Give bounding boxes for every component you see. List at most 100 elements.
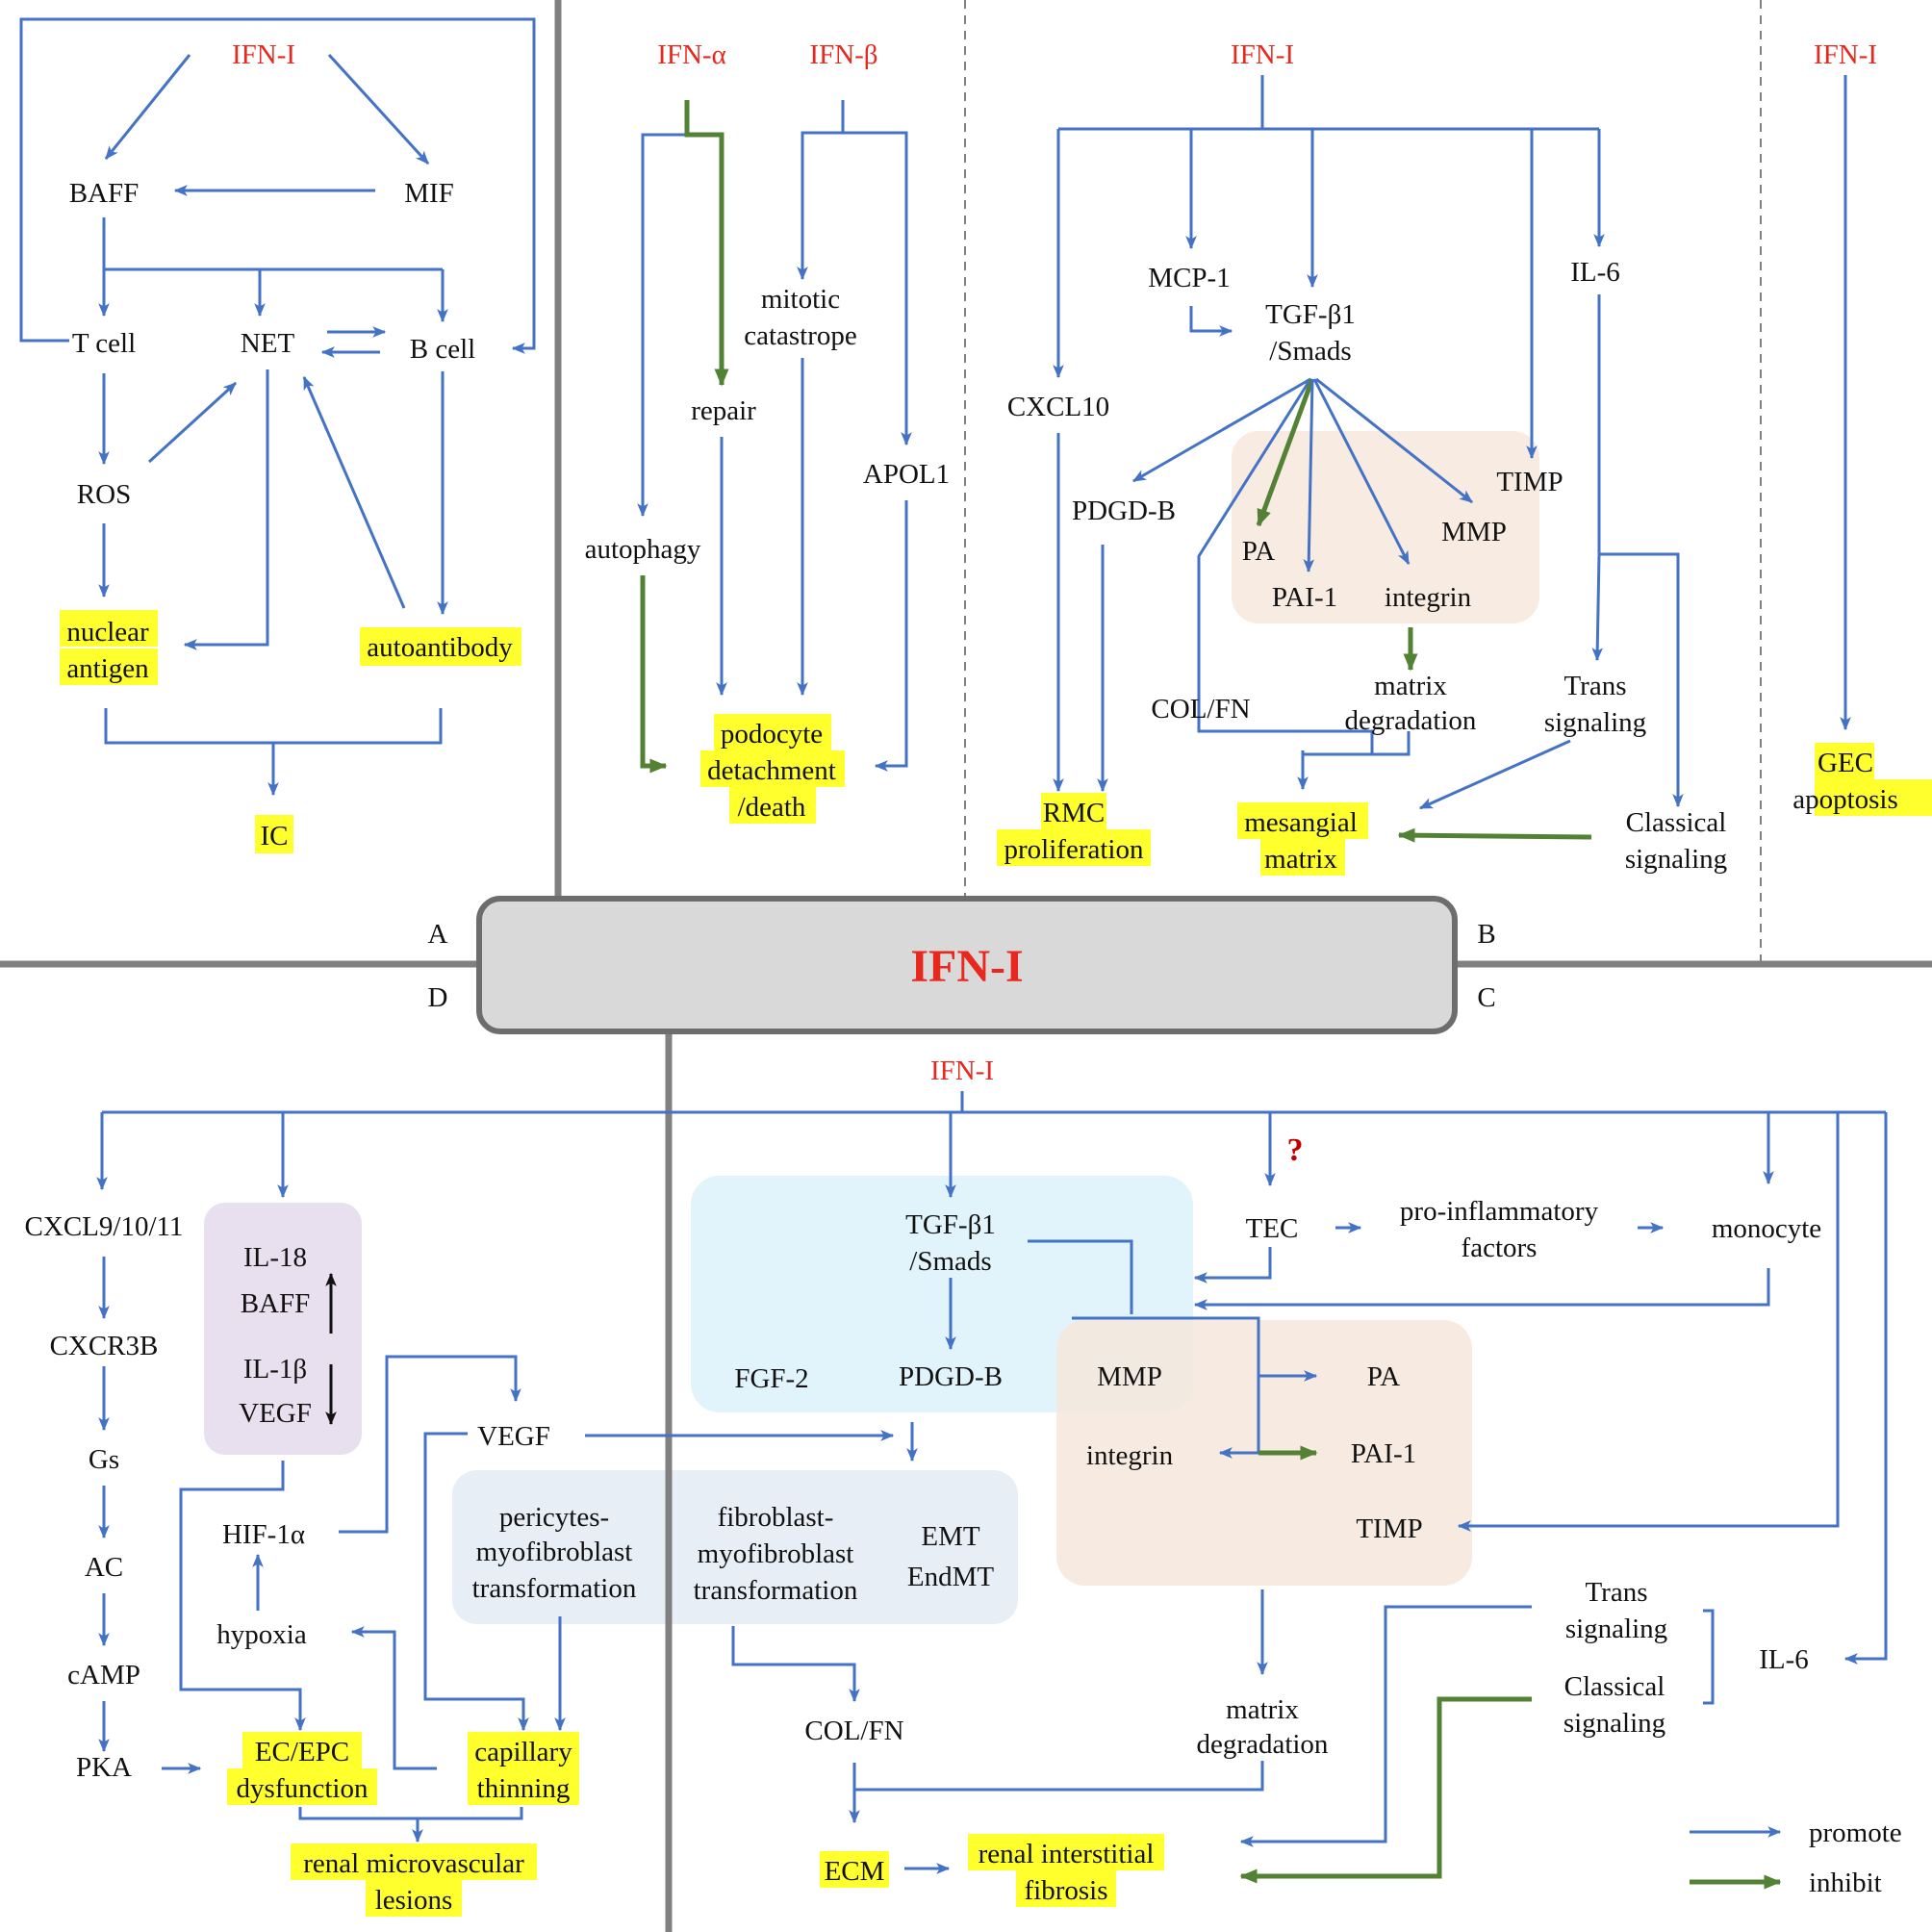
c-il6: IL-6 — [1759, 1644, 1809, 1675]
b-ifn-gec: IFN-I — [1814, 39, 1877, 70]
d-il1b: IL-1β — [243, 1354, 307, 1385]
b-pdgd: PDGD-B — [1072, 496, 1176, 526]
transformation-region-c — [452, 1470, 1018, 1624]
legend-promote: promote — [1809, 1818, 1902, 1848]
c-proinf-2: factors — [1462, 1233, 1538, 1263]
b-matrix-2: degradation — [1345, 705, 1477, 736]
center-box — [476, 896, 1458, 1034]
legend-inhibit: inhibit — [1809, 1868, 1882, 1898]
c-matrix-2: degradation — [1197, 1729, 1329, 1760]
d-vegf-box: VEGF — [239, 1398, 312, 1429]
c-proinf-1: pro-inflammatory — [1400, 1196, 1599, 1227]
c-timp: TIMP — [1356, 1513, 1422, 1544]
b-autophagy: autophagy — [585, 534, 701, 565]
b-podo-1: podocyte — [721, 719, 823, 750]
b-podo-2: detachment — [707, 755, 836, 786]
c-peri-1: pericytes- — [499, 1502, 609, 1533]
b-ifn-mes: IFN-I — [1231, 39, 1294, 70]
b-colfn: COL/FN — [1151, 694, 1250, 724]
d-hif: HIF-1α — [222, 1519, 305, 1550]
b-mcp1: MCP-1 — [1148, 263, 1230, 293]
c-classical-2: signaling — [1563, 1708, 1665, 1739]
d-rml-2: lesions — [375, 1885, 453, 1916]
b-mmp: MMP — [1441, 517, 1507, 547]
d-ec-1: EC/EPC — [255, 1737, 349, 1767]
c-pa: PA — [1367, 1361, 1400, 1392]
b-matrix-1: matrix — [1374, 671, 1447, 701]
b-podo-3: /death — [738, 792, 806, 823]
panel-label-a: A — [428, 919, 448, 950]
b-gec-2: apoptosis — [1792, 784, 1898, 815]
mmp-region-b — [1232, 431, 1539, 623]
c-fib-3: transformation — [694, 1575, 858, 1606]
b-classical-1: Classical — [1626, 807, 1727, 838]
c-peri-2: myofibroblast — [476, 1537, 633, 1567]
c-classical-1: Classical — [1564, 1671, 1665, 1702]
b-trans-1: Trans — [1563, 671, 1626, 701]
panel-b-podocyte-text: IFN-α IFN-β mitotic catastrope repair AP… — [585, 39, 951, 823]
d-rml-1: renal microvascular — [303, 1848, 524, 1879]
c-tgf-2: /Smads — [909, 1246, 991, 1277]
d-cap-1: capillary — [474, 1737, 572, 1767]
c-fib-2: myofibroblast — [698, 1538, 854, 1569]
b-mitotic-2: catastrope — [744, 320, 857, 351]
b-rmc-2: proliferation — [1004, 834, 1144, 865]
d-baff: BAFF — [241, 1288, 311, 1319]
cytokine-region-d — [204, 1203, 362, 1455]
b-pai1: PAI-1 — [1272, 582, 1337, 613]
panel-c-text: IFN-I ? TGF-β1 /Smads TEC pro-inflammato… — [472, 1055, 1822, 1906]
d-vegf: VEGF — [477, 1421, 550, 1452]
b-mes-1: mesangial — [1244, 807, 1358, 838]
panel-d-text: CXCL9/10/11 CXCR3B Gs AC cAMP PKA IL-18 … — [25, 1211, 573, 1916]
b-apol1: APOL1 — [863, 459, 950, 490]
b-mitotic-1: mitotic — [761, 284, 840, 315]
c-tgf-1: TGF-β1 — [905, 1209, 996, 1240]
c-matrix-1: matrix — [1226, 1694, 1299, 1725]
a-ic: IC — [261, 821, 289, 852]
b-trans-2: signaling — [1544, 707, 1646, 738]
highlights — [60, 610, 1932, 1917]
c-ecm: ECM — [825, 1856, 885, 1887]
c-ifn: IFN-I — [930, 1055, 994, 1086]
c-emt-1: EMT — [921, 1521, 980, 1552]
b-gec-1: GEC — [1818, 748, 1873, 778]
c-colfn: COL/FN — [804, 1716, 903, 1746]
d-pka: PKA — [76, 1752, 132, 1783]
panel-a-text: IFN-I BAFF MIF T cell NET B cell ROS nuc… — [66, 39, 513, 852]
b-timp: TIMP — [1496, 467, 1563, 497]
d-cxcr3b: CXCR3B — [50, 1331, 159, 1361]
panel-b-mesangial-text: IFN-I MCP-1 TGF-β1 /Smads IL-6 CXCL10 PD… — [1004, 39, 1898, 875]
panel-label-b: B — [1477, 919, 1495, 950]
panel-label-d: D — [428, 982, 448, 1013]
a-baff: BAFF — [69, 178, 140, 209]
d-hypoxia: hypoxia — [216, 1619, 307, 1650]
a-ifn: IFN-I — [232, 39, 295, 70]
d-ac: AC — [85, 1552, 123, 1583]
c-peri-3: transformation — [472, 1573, 637, 1604]
c-question-mark: ? — [1287, 1132, 1304, 1168]
b-classical-2: signaling — [1625, 844, 1727, 875]
c-fib-1: fibroblast- — [718, 1502, 834, 1533]
b-mes-2: matrix — [1264, 844, 1337, 875]
d-camp: cAMP — [67, 1660, 140, 1690]
c-integrin: integrin — [1086, 1440, 1174, 1471]
d-gs: Gs — [89, 1444, 119, 1475]
center-title: IFN-I — [910, 941, 1023, 992]
b-integrin: integrin — [1385, 582, 1472, 613]
a-net: NET — [241, 328, 295, 359]
c-fibrosis-2: fibrosis — [1025, 1875, 1108, 1906]
bottom-ifn-bus — [96, 1091, 1888, 1665]
a-mif: MIF — [404, 178, 454, 209]
legend: promote inhibit — [1690, 1818, 1902, 1898]
panel-d-arrows — [98, 1257, 918, 1843]
b-pa: PA — [1242, 536, 1275, 567]
b-ifn-alpha: IFN-α — [657, 39, 726, 70]
a-autoantibody: autoantibody — [367, 632, 513, 663]
d-cxcl: CXCL9/10/11 — [25, 1211, 184, 1242]
b-tgf-2: /Smads — [1269, 336, 1351, 367]
c-fgf2: FGF-2 — [734, 1363, 808, 1394]
panel-b-mesangial-arrows — [1053, 75, 1851, 843]
b-repair: repair — [691, 395, 756, 426]
